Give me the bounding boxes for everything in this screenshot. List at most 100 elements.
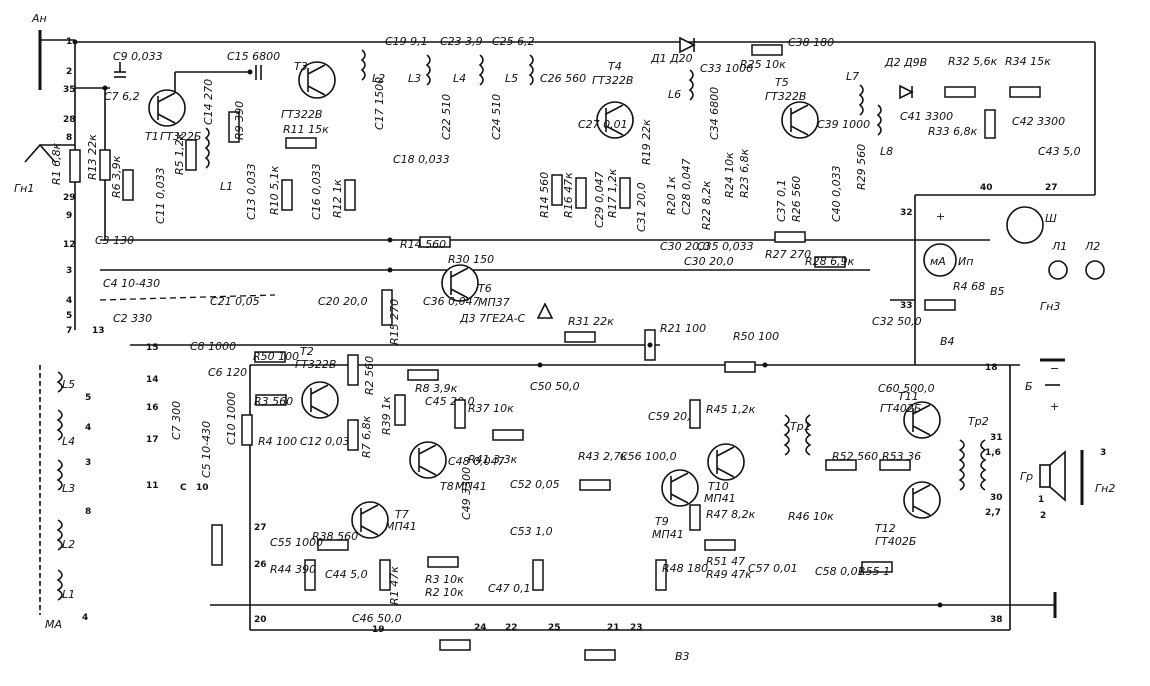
svg-text:18: 18 (985, 363, 998, 373)
svg-text:L1: L1 (220, 180, 233, 193)
svg-text:L2: L2 (62, 538, 75, 551)
resistor-r15 (381, 289, 393, 326)
middle-pin-numbers: 15 14 16 17 11 10 C (146, 343, 209, 493)
resistor-r34 (1009, 86, 1041, 98)
resistor-r6 (122, 169, 134, 201)
resistor-r2-10k (584, 649, 616, 661)
svg-text:C19 9,1: C19 9,1 (385, 35, 428, 48)
resistor-r17 (575, 177, 587, 209)
svg-text:C34 6800: C34 6800 (708, 87, 721, 140)
ferrite-antenna: L5 L4 L3 L2 L1 МА 5 4 3 8 4 (39, 365, 91, 631)
meter-ip (923, 243, 957, 277)
resistor-r55 (879, 459, 911, 471)
svg-text:Д3 7ГЕ2А-С: Д3 7ГЕ2А-С (459, 312, 526, 325)
transistor-t9 (661, 469, 699, 507)
svg-text:L7: L7 (846, 70, 859, 83)
svg-text:В4: В4 (940, 335, 955, 348)
svg-text:22: 22 (505, 623, 518, 633)
svg-text:ГТ402Б: ГТ402Б (875, 535, 916, 548)
svg-text:R3 560: R3 560 (254, 395, 293, 408)
r1-label: R1 6,8к (50, 142, 63, 185)
resistor-r14 (419, 236, 451, 248)
svg-text:16: 16 (146, 403, 159, 413)
svg-text:R12 1к: R12 1к (331, 179, 344, 218)
svg-text:МП41: МП41 (704, 492, 736, 505)
svg-text:33: 33 (900, 301, 913, 311)
svg-text:1: 1 (1038, 495, 1044, 505)
resistor-r32 (944, 86, 976, 98)
transistor-t1 (148, 89, 186, 127)
resistor-r1 (69, 149, 81, 183)
svg-text:C60 500,0: C60 500,0 (878, 382, 935, 395)
svg-text:R39 1к: R39 1к (380, 396, 393, 435)
svg-text:В5: В5 (990, 285, 1005, 298)
svg-text:R10 5,1к: R10 5,1к (268, 165, 281, 215)
svg-text:C42 3300: C42 3300 (1012, 115, 1065, 128)
svg-text:T6: T6 (478, 282, 492, 295)
svg-text:L4: L4 (453, 72, 466, 85)
svg-text:L3: L3 (408, 72, 421, 85)
svg-text:1: 1 (66, 37, 72, 47)
svg-text:+: + (936, 210, 945, 223)
svg-text:C30 20,0: C30 20,0 (660, 240, 710, 253)
resistor-r42 (379, 559, 391, 591)
coil-l3 (425, 54, 431, 86)
resistor-r8 (347, 419, 359, 451)
svg-text:7: 7 (66, 326, 72, 336)
resistor-r18 (619, 177, 631, 209)
svg-text:R32 5,6к: R32 5,6к (948, 55, 998, 68)
resistor-r13 (99, 149, 111, 181)
svg-text:R48 180: R48 180 (662, 562, 708, 575)
coil-l8 (876, 104, 882, 136)
svg-text:C4 10-430: C4 10-430 (103, 277, 160, 290)
svg-text:ГТ322В: ГТ322В (765, 90, 806, 103)
svg-text:2,7: 2,7 (985, 508, 1001, 518)
svg-text:27: 27 (1045, 183, 1058, 193)
svg-text:C56 100,0: C56 100,0 (620, 450, 677, 463)
volume-r1 (211, 524, 223, 566)
svg-text:C15 6800: C15 6800 (227, 50, 280, 63)
svg-text:3: 3 (1100, 448, 1106, 458)
svg-text:C29 0,047: C29 0,047 (593, 171, 606, 228)
coil-l5 (528, 54, 534, 86)
svg-text:+: + (1050, 400, 1059, 413)
resistor-r2 (241, 414, 253, 446)
svg-text:11: 11 (146, 481, 159, 491)
svg-text:L6: L6 (668, 88, 681, 101)
svg-text:R16 47к: R16 47к (562, 172, 575, 218)
diode-d1 (679, 36, 696, 54)
resistor-r43 (492, 429, 524, 441)
svg-text:C12 0,033: C12 0,033 (300, 435, 357, 448)
svg-text:R37 10к: R37 10к (468, 402, 514, 415)
svg-text:R4 68: R4 68 (953, 280, 985, 293)
svg-text:C7 300: C7 300 (170, 401, 183, 440)
resistor-r51 (689, 504, 701, 531)
svg-text:C6 120: C6 120 (208, 366, 247, 379)
svg-text:C16 0,033: C16 0,033 (310, 163, 323, 220)
svg-text:4: 4 (85, 423, 91, 433)
svg-text:15: 15 (146, 343, 159, 353)
svg-text:R28 6,9к: R28 6,9к (805, 255, 855, 268)
svg-text:L2: L2 (372, 72, 385, 85)
svg-text:Гр: Гр (1020, 470, 1033, 483)
svg-text:R41 3,3к: R41 3,3к (468, 453, 518, 466)
svg-text:C32 50,0: C32 50,0 (872, 315, 922, 328)
stage-t4: T4 ГТ322В C27 0,01 R14 560 R16 47к R17 1… (538, 60, 634, 228)
svg-text:Тр2: Тр2 (968, 415, 989, 428)
resistor-r3 (254, 351, 286, 363)
svg-text:C24 510: C24 510 (490, 94, 503, 140)
svg-text:R30 150: R30 150 (448, 253, 494, 266)
svg-text:13: 13 (92, 326, 105, 336)
svg-text:C48 0,047: C48 0,047 (448, 455, 505, 468)
resistor-r28 (814, 256, 846, 268)
svg-text:R11 15к: R11 15к (283, 123, 329, 136)
stage-t3: C15 6800 R9 390 T3 ГТ322В R11 15к R10 5,… (227, 49, 450, 220)
resistor-r11 (285, 137, 317, 149)
svg-text:МП41: МП41 (455, 480, 487, 493)
svg-text:30: 30 (990, 493, 1003, 503)
transistor-t8 (409, 441, 447, 479)
svg-text:ГТ322В: ГТ322В (295, 358, 336, 371)
resistor-r53 (825, 459, 857, 471)
transistor-t12 (903, 481, 941, 519)
stage-t5: Д1 Д20 C33 1000 R19 22к C34 6800 L6 R25 … (635, 36, 870, 268)
